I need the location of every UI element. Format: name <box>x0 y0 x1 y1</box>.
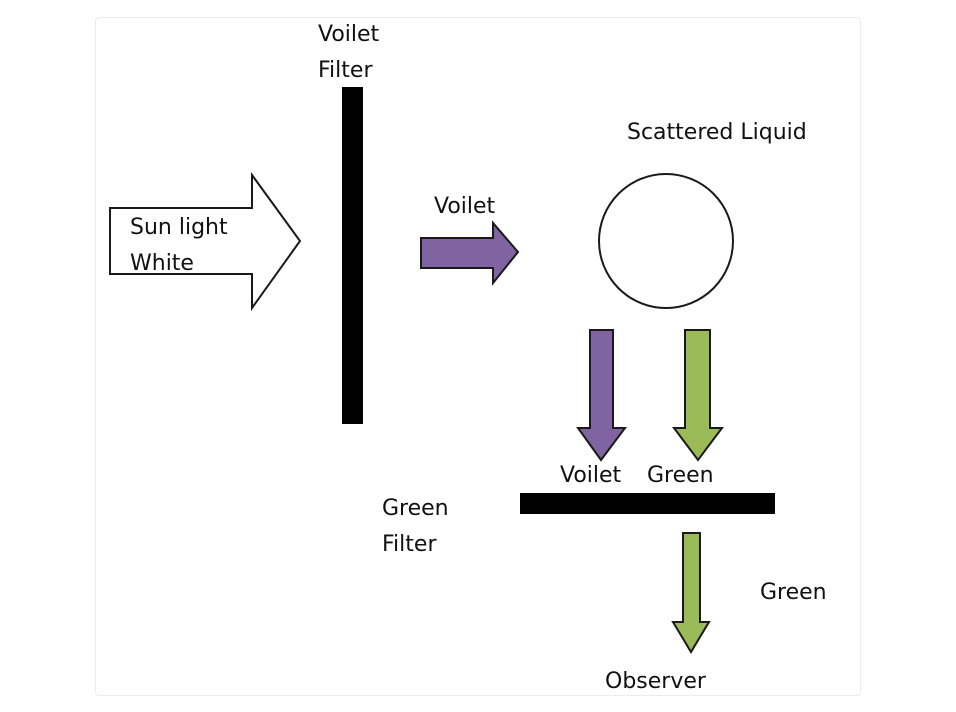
scattered-liquid-circle <box>598 173 734 309</box>
green-filter-label-2: Filter <box>382 532 437 557</box>
transmitted-green-arrow <box>671 532 711 654</box>
sunlight-label: Sun light <box>130 215 228 240</box>
scattered-green-label: Green <box>647 463 714 488</box>
transmitted-green-label: Green <box>760 580 827 605</box>
scattered-violet-label: Voilet <box>560 463 622 488</box>
diagram-card <box>95 17 861 696</box>
violet-beam-arrow <box>420 220 520 286</box>
violet-filter-label-2: Filter <box>318 58 373 83</box>
green-filter-label: Green <box>382 496 449 521</box>
violet-filter-bar <box>342 87 363 424</box>
green-filter-bar <box>520 493 775 514</box>
sunlight-arrow <box>109 171 302 312</box>
violet-beam-label: Voilet <box>434 194 496 219</box>
scattered-liquid-label: Scattered Liquid <box>627 120 807 145</box>
sunlight-label-2: White <box>130 251 194 276</box>
violet-filter-label: Voilet <box>318 22 380 47</box>
scattered-green-arrow <box>672 329 724 462</box>
observer-label: Observer <box>605 669 707 694</box>
scattered-violet-arrow <box>576 329 627 462</box>
